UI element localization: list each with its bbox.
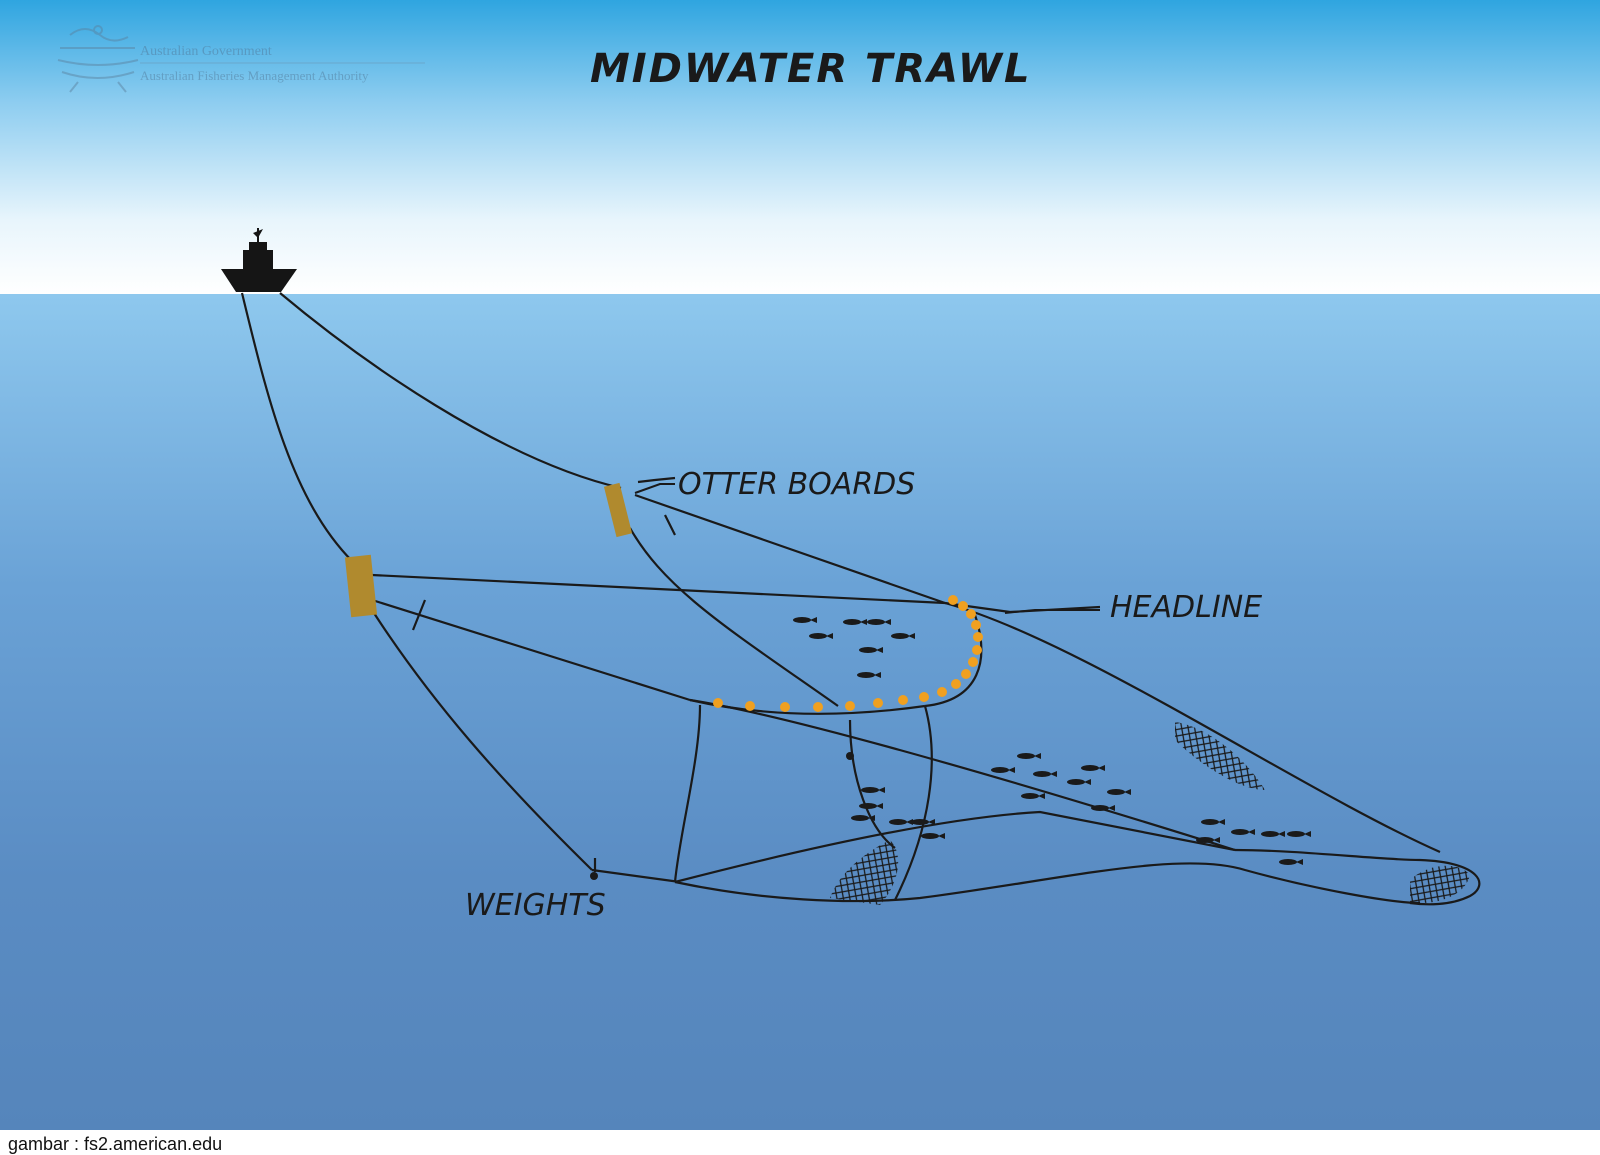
ship-icon xyxy=(221,228,297,292)
headline-label: HEADLINE xyxy=(1110,590,1262,625)
government-logo: Australian Government Australian Fisheri… xyxy=(57,25,425,93)
mesh-patch-codend xyxy=(1410,865,1470,904)
mesh-patch-upper xyxy=(1175,722,1265,790)
diagram-title: MIDWATER TRAWL xyxy=(590,46,1032,92)
warp-lower xyxy=(240,292,353,562)
headline-float xyxy=(972,645,982,655)
mesh-patch-belly xyxy=(830,840,899,905)
headline-float xyxy=(958,601,968,611)
headline-float xyxy=(937,687,947,697)
weights-label: WEIGHTS xyxy=(465,888,606,923)
otter-boards-label: OTTER BOARDS xyxy=(678,467,915,502)
headline-float xyxy=(973,632,983,642)
headline-float xyxy=(713,698,723,708)
net-weight xyxy=(846,752,854,760)
headline-float xyxy=(780,702,790,712)
headline-float xyxy=(966,609,976,619)
headline-float xyxy=(813,702,823,712)
otter-board-upper xyxy=(603,482,633,538)
crest-icon xyxy=(57,25,139,93)
headline-float xyxy=(971,620,981,630)
headline-floats xyxy=(713,595,983,712)
trawl-lines xyxy=(240,292,1481,906)
weight-marker xyxy=(590,872,598,880)
headline-float xyxy=(961,669,971,679)
headline-float xyxy=(951,679,961,689)
headline-float xyxy=(948,595,958,605)
headline-float xyxy=(919,692,929,702)
headline-float xyxy=(968,657,978,667)
logo-line-2: Australian Fisheries Management Authorit… xyxy=(140,68,369,83)
otter-board-lower xyxy=(344,554,378,618)
warp-upper xyxy=(279,292,622,490)
logo-line-1: Australian Government xyxy=(140,44,272,59)
label-pointers xyxy=(634,483,1100,614)
midwater-trawl-diagram: Australian Government Australian Fisheri… xyxy=(0,0,1600,1130)
headline-float xyxy=(745,701,755,711)
sea xyxy=(0,294,1600,1130)
headline-float xyxy=(873,698,883,708)
headline-float xyxy=(898,695,908,705)
headline-float xyxy=(845,701,855,711)
image-credit: gambar : fs2.american.edu xyxy=(8,1134,223,1154)
